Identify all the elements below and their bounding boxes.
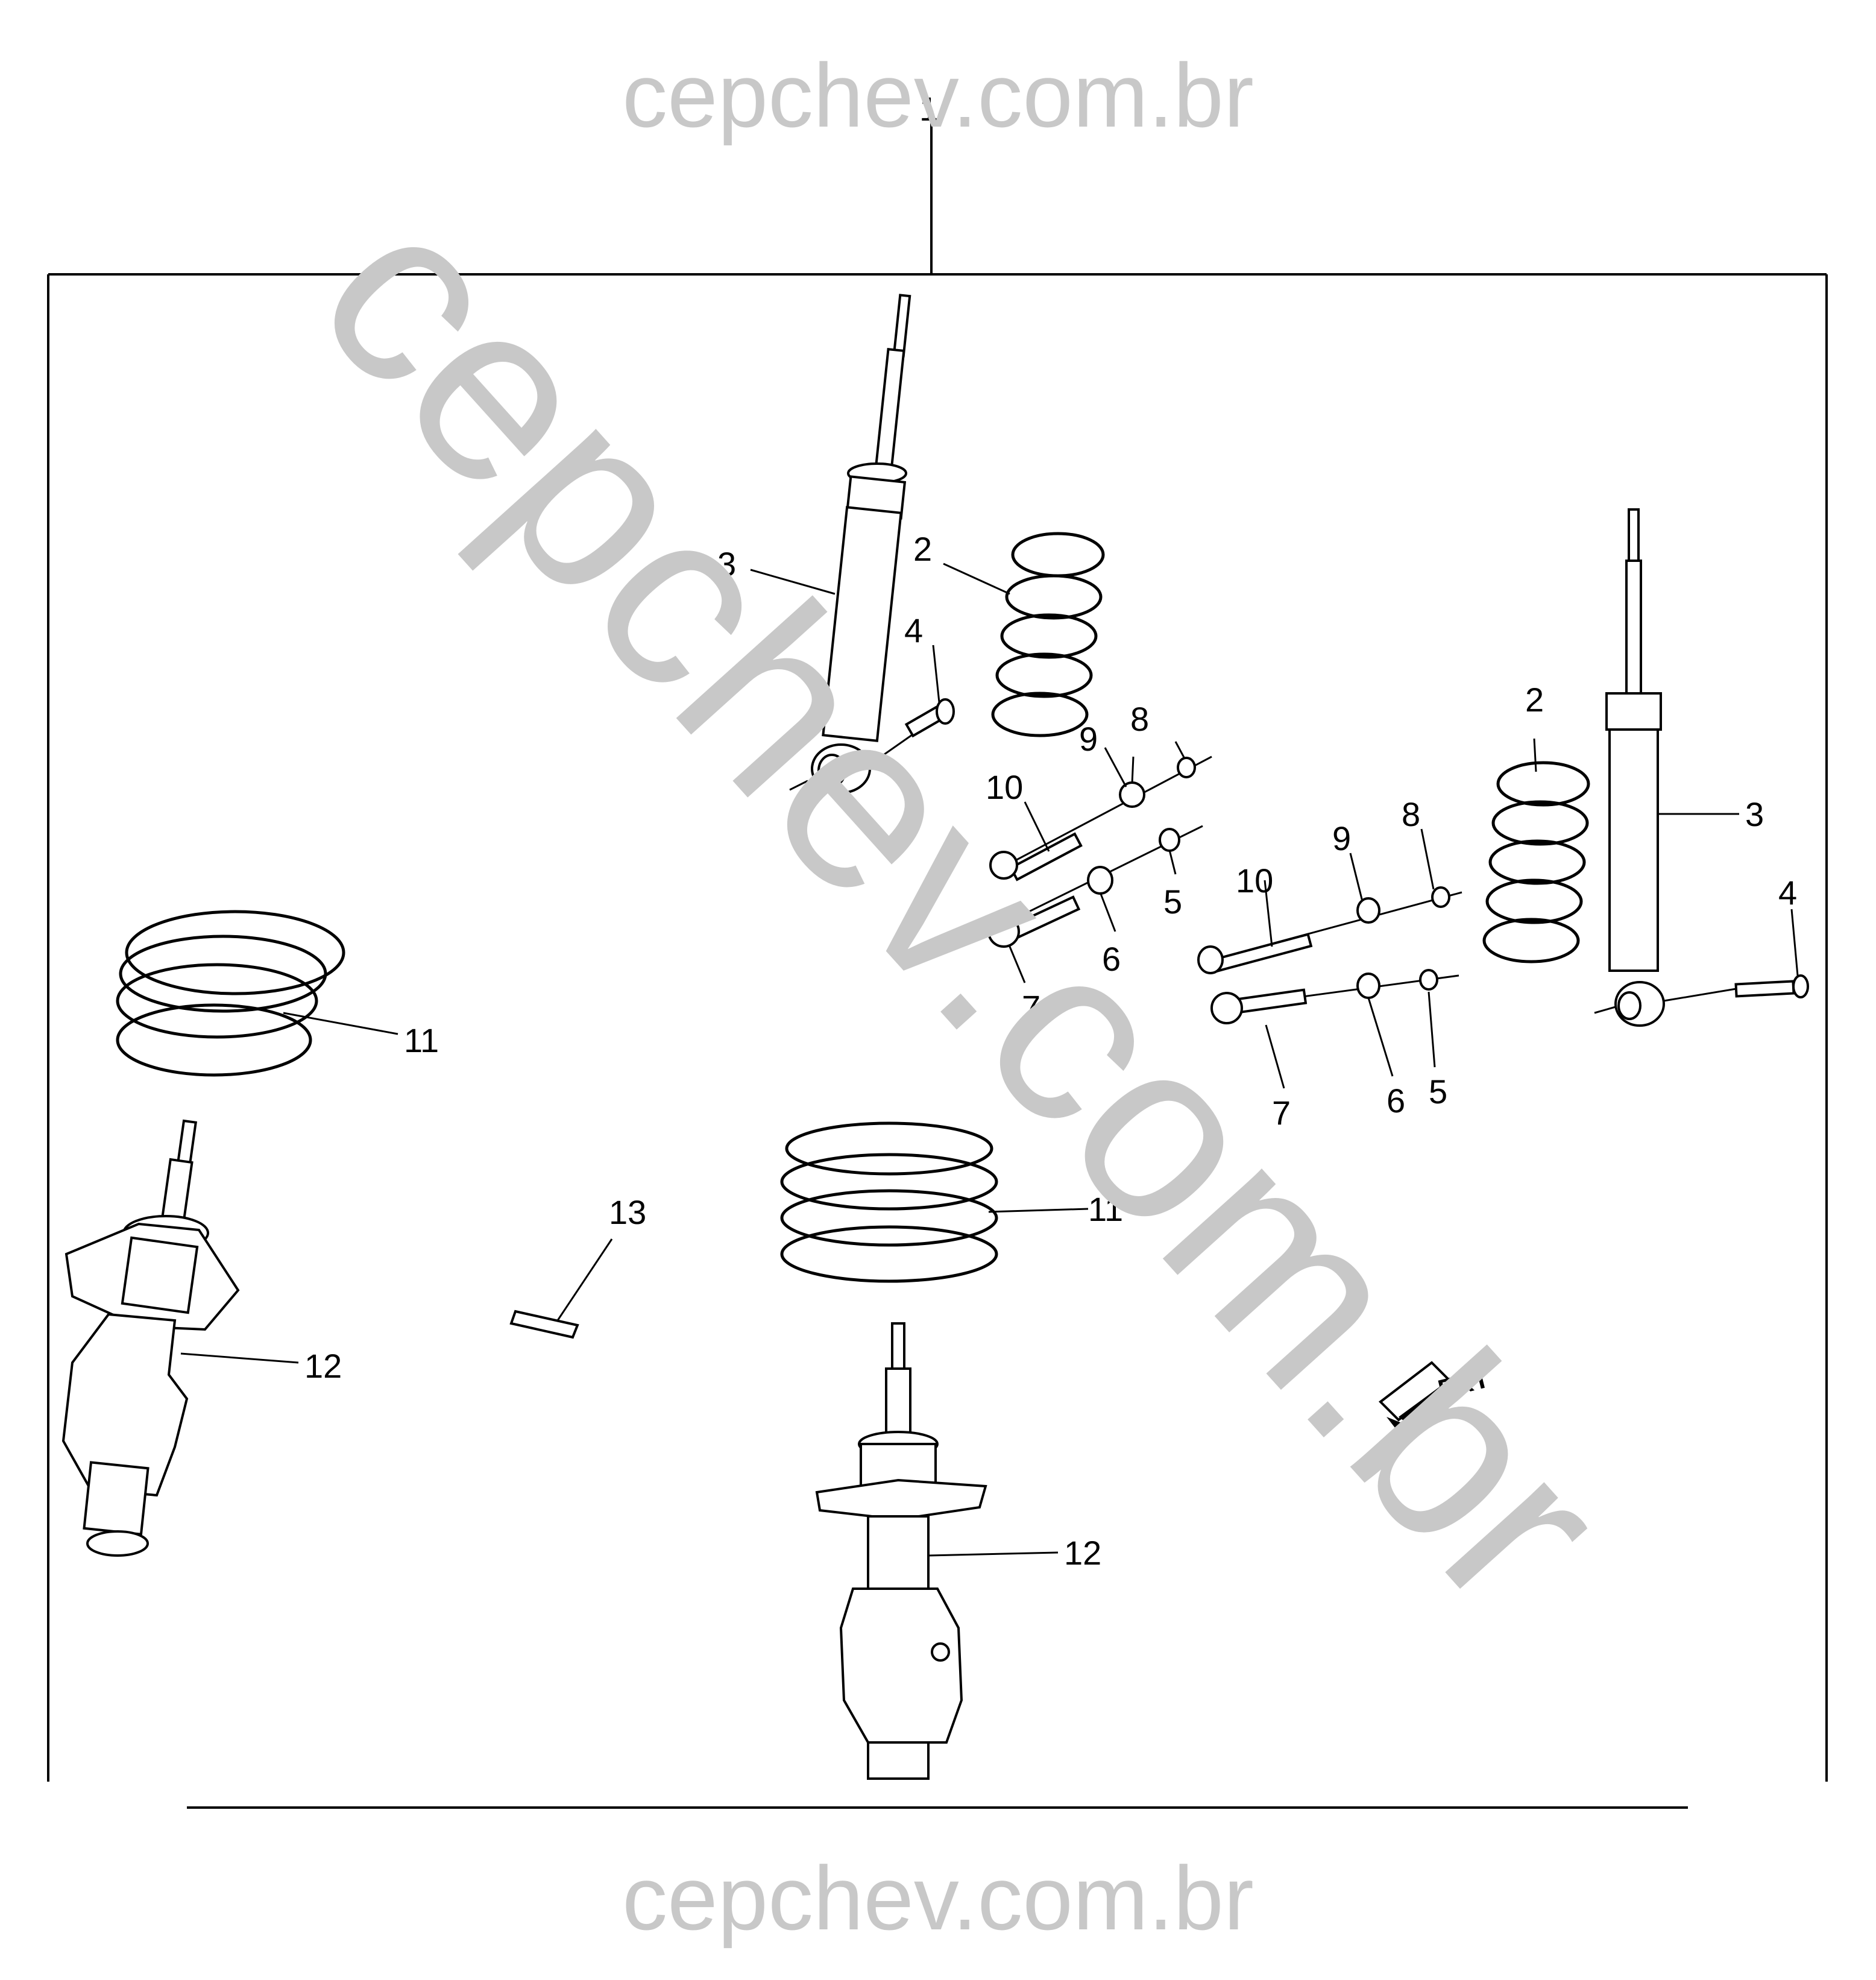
lower-mounting-hardware-right [1210, 969, 1459, 1024]
front-strut-center [815, 1322, 987, 1780]
callout-nut-left: 5 [1163, 883, 1182, 921]
callout-shock-bolt-left: 4 [904, 611, 923, 649]
callout-label-plate: 13 [609, 1193, 646, 1231]
callout-upper-washer-left: 9 [1079, 720, 1098, 758]
callout-upper-nut-left: 8 [1130, 700, 1149, 738]
callout-upper-nut-right: 8 [1402, 795, 1420, 833]
callout-cam-bolt-right: 7 [1272, 1094, 1291, 1132]
upper-mounting-hardware-right [1197, 886, 1462, 974]
front-strut-left [61, 1119, 240, 1557]
callout-front-strut-left: 12 [304, 1347, 342, 1385]
callout-cam-bolt-left: 7 [1022, 988, 1040, 1026]
callout-front-spring-center: 11 [1088, 1190, 1123, 1228]
watermark-top: cepchev.com.br [622, 45, 1254, 146]
rear-shock-absorber-right [1594, 508, 1665, 1027]
rear-shock-absorber-left [789, 294, 911, 794]
rear-coil-spring-left [991, 532, 1105, 737]
watermarks: cepchev.com.br cepchev.com.br cepchev.co… [265, 45, 1660, 1949]
callout-rear-spring-right: 2 [1525, 681, 1544, 719]
shock-bolt-right [1663, 974, 1809, 1002]
callout-front-spring-left: 11 [404, 1021, 439, 1059]
lower-mounting-hardware-left [987, 825, 1203, 948]
rear-coil-spring-right [1482, 761, 1590, 963]
callout-upper-bolt-right: 10 [1236, 862, 1273, 900]
watermark-diagonal: cepchev.com.br [265, 154, 1660, 1659]
label-plate [509, 1310, 579, 1339]
assembly-frame [47, 112, 1828, 1809]
leader-lines [180, 563, 1799, 1557]
watermark-bottom: cepchev.com.br [622, 1847, 1254, 1949]
callout-washer-right: 6 [1387, 1082, 1405, 1120]
callout-upper-bolt-left: 10 [986, 768, 1023, 806]
front-coil-spring-center [780, 1121, 998, 1283]
callout-upper-washer-right: 9 [1332, 819, 1351, 857]
callout-labels: 1 3 2 4 8 9 10 5 6 7 2 3 4 8 9 10 5 6 7 … [304, 90, 1797, 1572]
callout-shock-bolt-right: 4 [1778, 874, 1797, 912]
front-coil-spring-left [116, 910, 345, 1077]
callout-rear-shock-right: 3 [1745, 795, 1764, 833]
callout-assembly: 1 [919, 90, 938, 128]
callout-rear-spring-left: 2 [913, 530, 932, 568]
callout-washer-left: 6 [1102, 940, 1121, 978]
callout-nut-right: 5 [1429, 1073, 1447, 1111]
callout-front-strut-center: 12 [1064, 1534, 1101, 1572]
shock-bolt-left [867, 698, 955, 767]
callout-rear-shock-left: 3 [717, 545, 736, 583]
